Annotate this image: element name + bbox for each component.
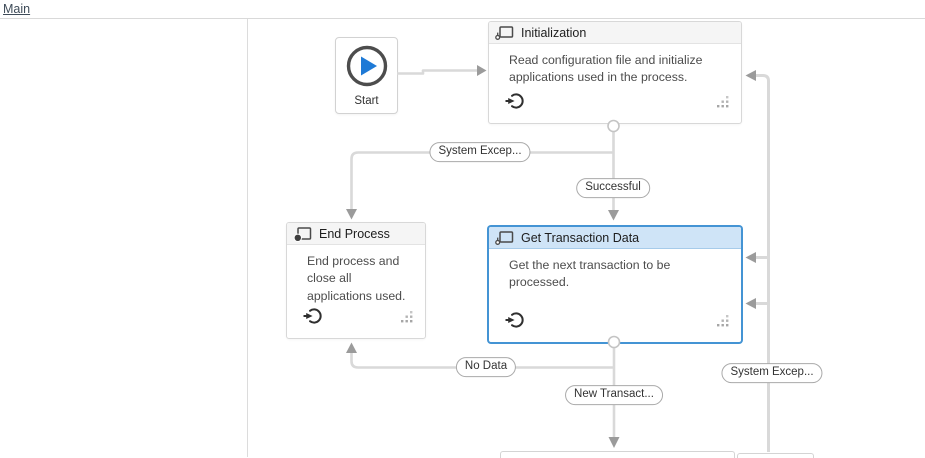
state-box-initialization[interactable]: Initialization Read configuration file a… (488, 21, 742, 124)
top-divider (0, 18, 925, 19)
state-box-process-partial[interactable] (500, 451, 735, 458)
play-icon (346, 45, 388, 92)
state-description: Get the next transaction to be processed… (509, 258, 671, 290)
entry-action-icon[interactable] (505, 310, 526, 335)
state-title: End Process (319, 226, 390, 241)
entry-action-icon[interactable] (505, 91, 526, 116)
transition-pill-successful[interactable]: Successful (576, 178, 650, 198)
start-node[interactable]: Start (335, 37, 398, 114)
final-state-icon (293, 226, 312, 242)
state-header: Initialization (489, 22, 741, 44)
resize-grip-icon[interactable] (717, 314, 729, 332)
state-title: Initialization (521, 25, 587, 40)
breadcrumb-main-link[interactable]: Main (3, 2, 31, 16)
state-box-get-transaction-data[interactable]: Get Transaction Data Get the next transa… (488, 226, 742, 343)
state-icon (495, 230, 514, 246)
panel-divider (247, 19, 248, 457)
state-title: Get Transaction Data (521, 230, 640, 245)
state-box-partial-right[interactable] (737, 453, 814, 458)
transition-pill-new-transaction[interactable]: New Transact... (565, 385, 663, 405)
state-box-end-process[interactable]: End Process End process and close all ap… (286, 222, 426, 339)
state-icon (495, 25, 514, 41)
state-description: Read configuration file and initialize a… (509, 53, 703, 85)
state-header: Get Transaction Data (489, 227, 741, 249)
entry-action-icon[interactable] (303, 306, 324, 331)
start-node-label: Start (354, 95, 379, 107)
resize-grip-icon[interactable] (401, 310, 413, 328)
resize-grip-icon[interactable] (717, 95, 729, 113)
state-description: End process and close all applications u… (307, 254, 406, 303)
transition-pill-no-data[interactable]: No Data (455, 357, 517, 377)
transition-pill-system-exception-process[interactable]: System Excep... (721, 363, 823, 383)
state-header: End Process (287, 223, 425, 245)
transition-pill-system-exception-init[interactable]: System Excep... (429, 142, 531, 162)
